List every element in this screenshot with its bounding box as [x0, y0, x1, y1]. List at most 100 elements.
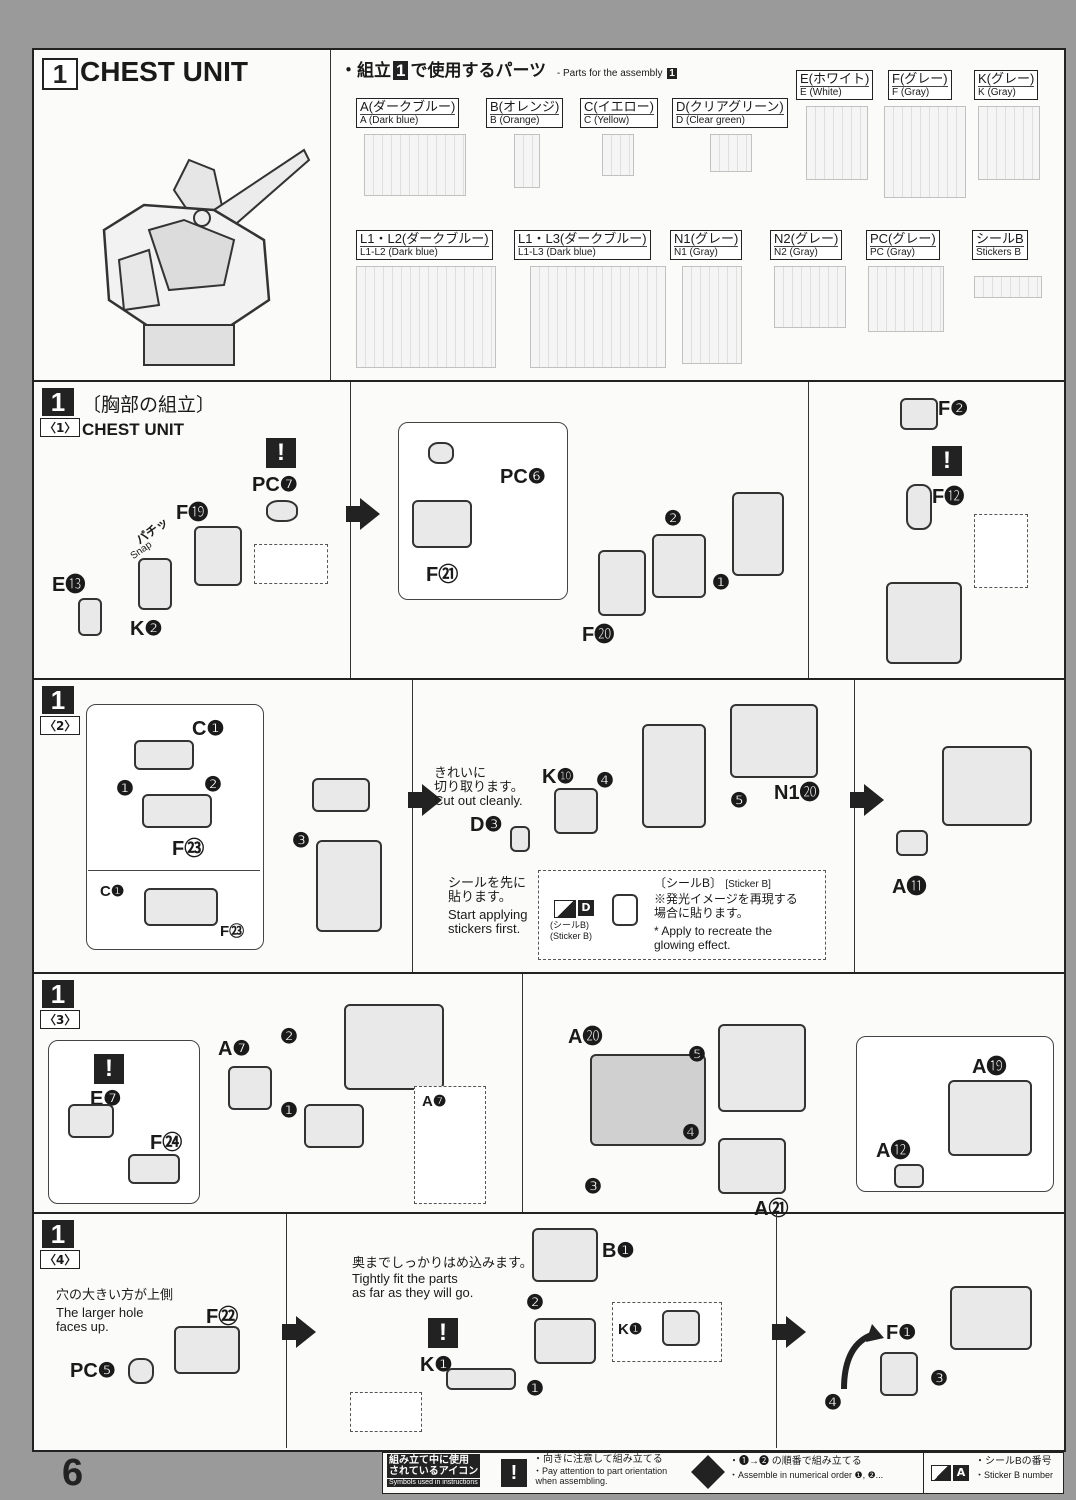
part-chest-core-2	[642, 724, 706, 828]
part-box-c: C(イエロー)C (Yellow)	[580, 98, 658, 128]
sticker-b-icon	[554, 900, 576, 918]
part-box-n1: N1(グレー)N1 (Gray)	[670, 230, 743, 260]
step-1-title-en: CHEST UNIT	[82, 420, 184, 439]
step-1-row: 1 〈1〉 〔胸部の組立〕 CHEST UNIT ! PC❼ F⓳ パチッ Sn…	[34, 382, 1064, 680]
label-f24: F㉔	[150, 1132, 183, 1154]
step-2-row: 1 〈2〉 C❶ ❶ ❷ F㉓ C❶ F㉓ ❸ きれいに 切り取ります。 Cut…	[34, 680, 1064, 974]
part-en: Stickers B	[976, 246, 1024, 258]
label-f22: F㉒	[206, 1306, 239, 1328]
part-f22	[174, 1326, 240, 1374]
label-a19: A⓳	[972, 1056, 1007, 1078]
sticker-icon	[931, 1465, 951, 1481]
step-arrow-icon	[408, 784, 442, 816]
sticker-box-en: * Apply to recreate the glowing effect.	[654, 924, 773, 952]
runner-k	[978, 106, 1040, 180]
sticker-d-letter: D	[578, 900, 594, 916]
label-pc5: PC❺	[70, 1360, 116, 1382]
part-pc5	[128, 1358, 154, 1384]
label-c1: C❶	[192, 718, 225, 740]
part-jp: N2(グレー)	[774, 231, 839, 246]
part-box-l1l2: L1・L2(ダークブルー)L1-L2 (Dark blue)	[356, 230, 493, 260]
step-arrow-icon	[282, 1316, 316, 1348]
part-jp: K(グレー)	[978, 71, 1035, 86]
part-en: L1-L2 (Dark blue)	[360, 246, 489, 258]
label-step-1: ❶	[280, 1100, 298, 1122]
step-3-sub: 〈3〉	[40, 1010, 81, 1029]
inset-orientation-1	[254, 544, 328, 584]
part-f24	[128, 1154, 180, 1184]
legend-order-en: ・Assemble in numerical order ❶, ❷...	[729, 1470, 884, 1480]
runner-a	[364, 134, 466, 196]
footer-legend: 組み立て中に使用 されているアイコン Symbols used in instr…	[382, 1452, 1064, 1494]
label-b1: B❶	[602, 1240, 635, 1262]
part-f21-inset	[412, 500, 472, 548]
label-step-1: ❶	[116, 778, 134, 800]
part-chest-front	[950, 1286, 1032, 1350]
legend-order-jp: ・❶→❷ の順番で組み立てる	[729, 1456, 862, 1467]
part-jp: L1・L2(ダークブルー)	[360, 231, 489, 246]
inset-a7-orientation	[414, 1086, 486, 1204]
part-en: E (White)	[800, 86, 870, 98]
label-d3: D❸	[470, 814, 503, 836]
part-side-armor	[718, 1024, 806, 1112]
label-step-3: ❸	[930, 1368, 948, 1390]
legend-warn-en: ・Pay attention to part orientation when …	[533, 1466, 668, 1486]
part-pc7	[266, 500, 298, 522]
label-pc6: PC❻	[500, 466, 546, 488]
part-box-a: A(ダークブルー)A (Dark blue)	[356, 98, 460, 128]
sticker-box-title-en: [Sticker B]	[725, 879, 771, 890]
part-en: N1 (Gray)	[674, 246, 739, 258]
legend-sticker-en: ・Sticker B number	[975, 1470, 1054, 1480]
header-title: CHEST UNIT	[80, 56, 248, 87]
runner-l1l2	[356, 266, 496, 368]
label-f19: F⓳	[176, 502, 209, 524]
part-box-b: B(オレンジ)B (Orange)	[486, 98, 564, 128]
sticker-box-title: 〔シールB〕 [Sticker B]	[654, 876, 771, 892]
part-f2	[900, 398, 938, 430]
warning-icon: !	[266, 438, 296, 468]
label-a12: A⓬	[876, 1140, 911, 1162]
fit-note-jp: 奥までしっかりはめ込みます。	[352, 1255, 533, 1270]
step-1-sub: 〈1〉	[40, 418, 81, 437]
step-arrow-icon	[772, 1316, 806, 1348]
part-k1	[446, 1368, 516, 1390]
step-4-row: 1 〈4〉 穴の大きい方が上側 The larger hole faces up…	[34, 1214, 1064, 1448]
label-f23b: F㉓	[220, 923, 245, 940]
runner-n2	[774, 266, 846, 328]
part-box-k: K(グレー)K (Gray)	[974, 70, 1039, 100]
sticker-icon-label: (シールB) (Sticker B)	[550, 920, 593, 941]
part-jp: D(クリアグリーン)	[676, 99, 784, 114]
label-k1b: K❶	[618, 1321, 643, 1338]
part-f19	[194, 526, 242, 586]
runner-c	[602, 134, 634, 176]
runner-e	[806, 106, 868, 180]
header-step-number: 1	[42, 58, 78, 90]
part-en: F (Gray)	[892, 86, 948, 98]
part-en: N2 (Gray)	[774, 246, 839, 258]
warning-icon: !	[501, 1459, 527, 1487]
part-en: L1-L3 (Dark blue)	[518, 246, 647, 258]
warning-icon: !	[932, 446, 962, 476]
legend-title-jp: 組み立て中に使用 されているアイコン	[387, 1454, 481, 1478]
part-en: B (Orange)	[490, 114, 560, 126]
hole-note-en: The larger hole faces up.	[56, 1305, 144, 1334]
step-2-sub: 〈2〉	[40, 716, 81, 735]
runner-l1l3	[530, 266, 666, 368]
part-n1-20	[730, 704, 818, 778]
part-jp: E(ホワイト)	[800, 71, 870, 86]
label-k2: K❷	[130, 618, 163, 640]
part-c1-f23-assembled	[144, 888, 218, 926]
part-en: A (Dark blue)	[360, 114, 456, 126]
step-3-row: 1 〈3〉 ! E❼ F㉔ A❼ ❷ ❶ A❼ A⓴ ❺ ❹ A㉑ ❸ A⓳ A…	[34, 974, 1064, 1220]
label-n120: N1⓴	[774, 782, 820, 804]
part-chest-a20	[590, 1054, 706, 1146]
warning-icon: !	[428, 1318, 458, 1348]
part-a11	[896, 830, 928, 856]
part-box-e: E(ホワイト)E (White)	[796, 70, 874, 100]
step-1-title-jp: 〔胸部の組立〕	[82, 395, 216, 416]
part-box-d: D(クリアグリーン)D (Clear green)	[672, 98, 788, 128]
part-k1-inset	[662, 1310, 700, 1346]
label-step-3: ❸	[292, 830, 310, 852]
